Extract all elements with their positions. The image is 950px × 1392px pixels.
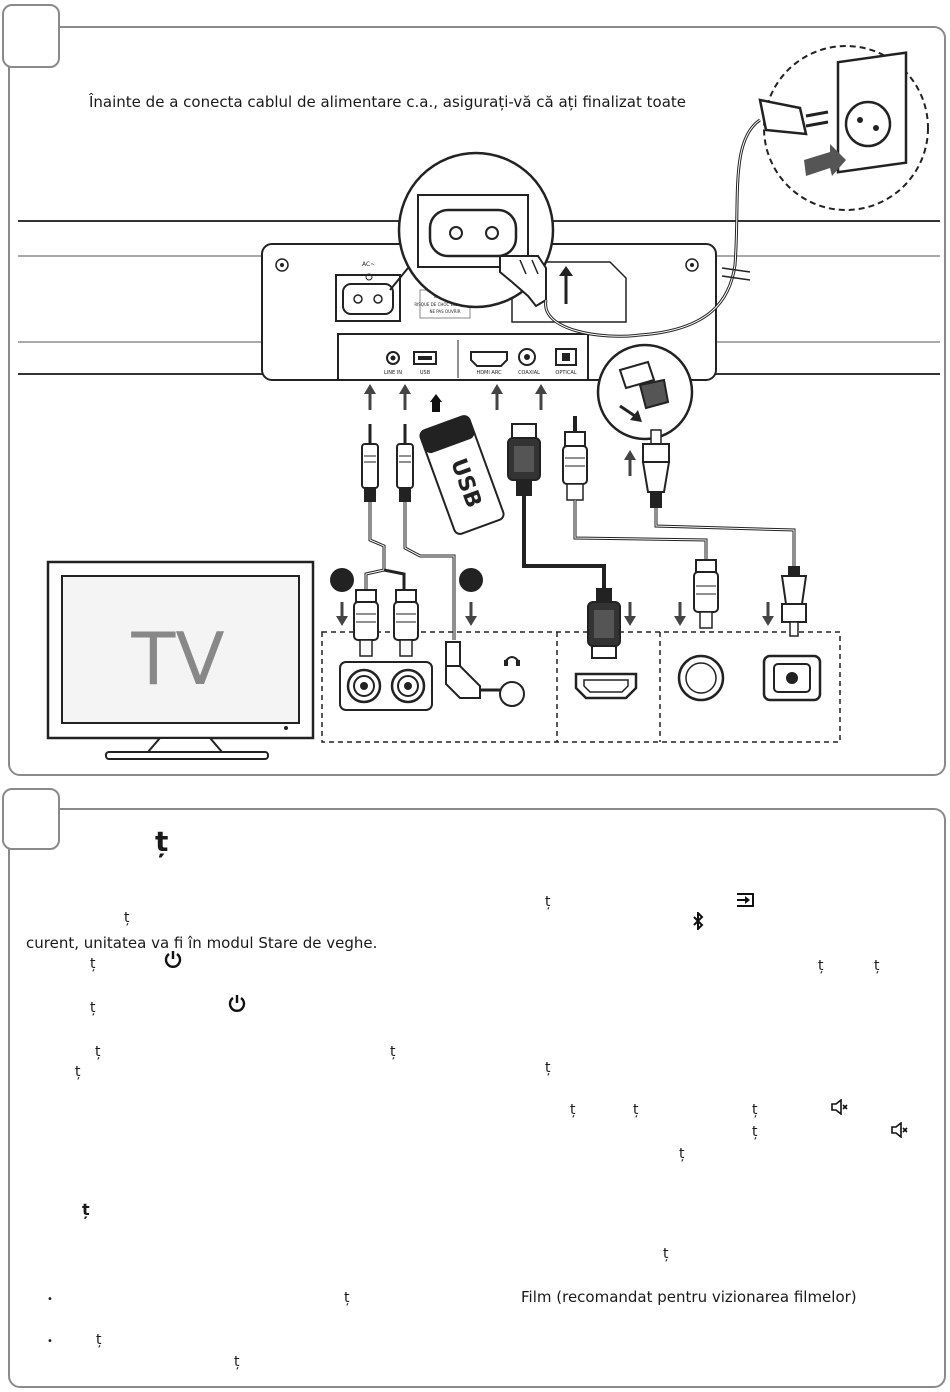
rca-plug-right — [393, 589, 419, 657]
left-line-5: ț — [390, 1044, 396, 1060]
right-line-4: ț — [570, 1102, 576, 1118]
step-tab-1 — [2, 4, 60, 68]
right-line-9: ț — [663, 1246, 669, 1262]
optical-plug-bottom — [780, 566, 808, 637]
svg-text:OPTICAL: OPTICAL — [555, 370, 576, 376]
input-icon — [736, 892, 754, 912]
jack-left — [361, 424, 379, 502]
left-line-7: ț — [82, 1200, 90, 1219]
left-line-0: ț — [124, 910, 130, 926]
mute-icon — [831, 1098, 849, 1119]
right-line-2: ț — [874, 958, 880, 974]
left-line-2: ț — [90, 956, 96, 972]
ac-label: AC~ — [362, 261, 375, 268]
right-line-6: ț — [752, 1102, 758, 1118]
hdmi-arc-port — [470, 351, 508, 367]
film-text: Film (recomandat pentru vizionarea filme… — [521, 1288, 857, 1306]
bullet-1: • — [47, 1294, 53, 1305]
power-icon — [164, 950, 182, 972]
right-line-7: ț — [752, 1124, 758, 1140]
right-line-0: ț — [545, 894, 551, 910]
operation-panel — [8, 808, 946, 1388]
right-line-3: ț — [545, 1060, 551, 1076]
power-icon-2 — [228, 994, 246, 1016]
svg-text:NE PAS OUVRIR: NE PAS OUVRIR — [429, 309, 460, 314]
bullet-2-char-b: ț — [234, 1354, 240, 1370]
coax-plug-bottom — [693, 559, 719, 629]
intro-text: Înainte de a conecta cablul de alimentar… — [89, 93, 687, 111]
left-line-3: ț — [90, 1000, 96, 1016]
rca-plug-left — [353, 589, 379, 657]
connector-panel — [337, 333, 589, 381]
left-line-4: ț — [95, 1044, 101, 1060]
right-line-8: ț — [679, 1146, 685, 1162]
section2-heading-char: ț — [155, 825, 169, 858]
svg-text:TV: TV — [130, 617, 224, 701]
hdmi-plug-top — [507, 423, 541, 496]
usb-stick: USB — [419, 415, 505, 535]
right-line-5: ț — [633, 1102, 639, 1118]
bluetooth-icon — [692, 910, 704, 934]
headphone-plug — [445, 641, 525, 707]
bullet-2-char: ț — [96, 1332, 102, 1348]
jack-right — [396, 424, 414, 502]
coax-plug-top — [562, 416, 588, 501]
svg-text:RISQUE DE CHOC ÉLECTRIQUE: RISQUE DE CHOC ÉLECTRIQUE — [414, 302, 476, 307]
svg-text:COAXIAL: COAXIAL — [518, 370, 540, 376]
connection-diagram: AC~ DE RISQUE RISQUE DE CHOC ÉLECTRIQUE … — [18, 45, 940, 760]
svg-text:LINE IN: LINE IN — [384, 370, 402, 376]
callout-dot-2 — [459, 568, 483, 592]
tv: TV — [46, 560, 315, 760]
left-line-1: curent, unitatea va fi în modul Stare de… — [26, 934, 378, 952]
mute-icon-2 — [891, 1121, 909, 1142]
callout-dot-1 — [330, 568, 354, 592]
bullet-1-char: ț — [344, 1290, 350, 1306]
right-line-1: ț — [818, 958, 824, 974]
svg-text:USB: USB — [420, 370, 431, 376]
step-tab-2 — [2, 788, 60, 850]
svg-text:HDMI ARC: HDMI ARC — [476, 370, 502, 376]
bullet-2: • — [47, 1336, 53, 1347]
left-line-6: ț — [75, 1064, 81, 1080]
optical-plug-top — [641, 429, 671, 508]
hdmi-plug-bottom — [587, 588, 621, 659]
